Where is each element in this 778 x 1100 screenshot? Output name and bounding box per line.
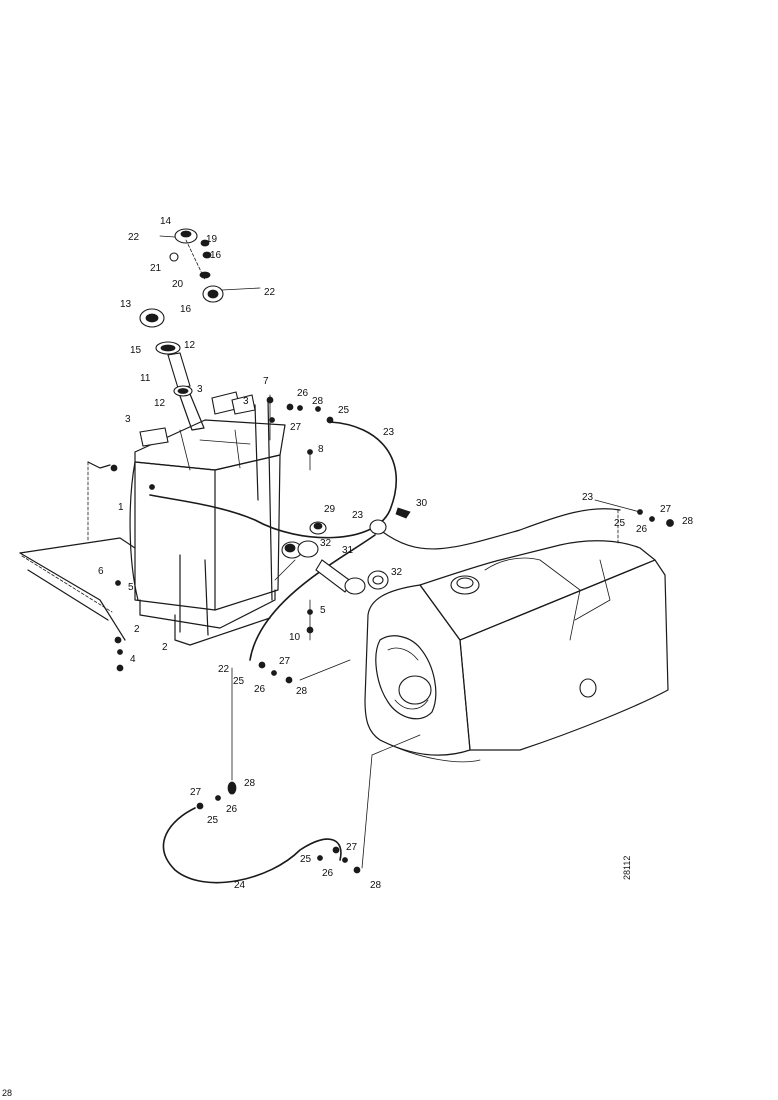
filler-neck-assembly: [139, 228, 261, 431]
callout-8: 8: [318, 444, 324, 455]
callout-23-right: 23: [582, 492, 594, 503]
callout-28-mid: 28: [296, 686, 308, 697]
callout-20: 20: [172, 279, 184, 290]
callout-16-top: 16: [210, 250, 222, 261]
callout-27-lower-right: 27: [346, 842, 358, 853]
callout-21: 21: [150, 263, 162, 274]
callout-30: 30: [416, 498, 428, 509]
callout-26-mid: 26: [254, 684, 266, 695]
callout-19: 19: [206, 234, 218, 245]
callout-29: 29: [324, 504, 336, 515]
fuel-tank: [364, 509, 669, 763]
callout-25-top: 25: [338, 405, 350, 416]
page-marker: 28: [2, 1088, 12, 1098]
callout-24: 24: [234, 880, 246, 891]
callout-27-top: 27: [290, 422, 302, 433]
callout-23-mid: 23: [352, 510, 364, 521]
callout-12-lower: 12: [154, 398, 166, 409]
callout-25-lower-right: 25: [300, 854, 312, 865]
callout-27-lower-left: 27: [190, 787, 202, 798]
callout-4: 4: [130, 654, 136, 665]
callout-32-lower: 32: [391, 567, 403, 578]
callout-32-upper: 32: [320, 538, 332, 549]
callout-5-left: 5: [128, 582, 134, 593]
callout-3-left: 3: [125, 414, 131, 425]
callout-11: 11: [140, 373, 151, 384]
callout-28-lower-left: 28: [244, 778, 256, 789]
callout-31: 31: [342, 545, 354, 556]
callout-22-top: 22: [128, 232, 140, 243]
callout-22-mid: 22: [218, 664, 230, 675]
callout-13: 13: [120, 299, 132, 310]
callout-23-top: 23: [383, 427, 395, 438]
callout-14: 14: [160, 216, 172, 227]
callout-labels: 14 22 19 16 21 20 22 13 16 15 12 11 12 3…: [98, 216, 694, 891]
hydraulic-tank: [19, 391, 314, 672]
callout-10: 10: [289, 632, 301, 643]
drawing-number: 28112: [622, 856, 632, 880]
hose-lines: [149, 403, 674, 884]
callout-2-center: 2: [134, 624, 140, 635]
callout-26-top: 26: [297, 388, 309, 399]
callout-6: 6: [98, 566, 104, 577]
callout-27-mid: 27: [279, 656, 291, 667]
callout-25-lower-left: 25: [207, 815, 219, 826]
callout-28-top: 28: [312, 396, 324, 407]
callout-15: 15: [130, 345, 142, 356]
callout-2-lower: 2: [162, 642, 168, 653]
callout-28-right: 28: [682, 516, 694, 527]
callout-26-lower-left: 26: [226, 804, 238, 815]
callout-28-lower-right: 28: [370, 880, 382, 891]
callout-22-right: 22: [264, 287, 276, 298]
callout-25-mid: 25: [233, 676, 245, 687]
callout-3-center: 3: [197, 384, 203, 395]
callout-25-right: 25: [614, 518, 626, 529]
callout-7: 7: [263, 376, 269, 387]
callout-12-upper: 12: [184, 340, 196, 351]
callout-27-right: 27: [660, 504, 672, 515]
callout-16: 16: [180, 304, 192, 315]
callout-26-lower-right: 26: [322, 868, 334, 879]
callout-26-right: 26: [636, 524, 648, 535]
callout-3-right: 3: [243, 396, 249, 407]
callout-1: 1: [118, 502, 124, 513]
callout-5-mid: 5: [320, 605, 326, 616]
